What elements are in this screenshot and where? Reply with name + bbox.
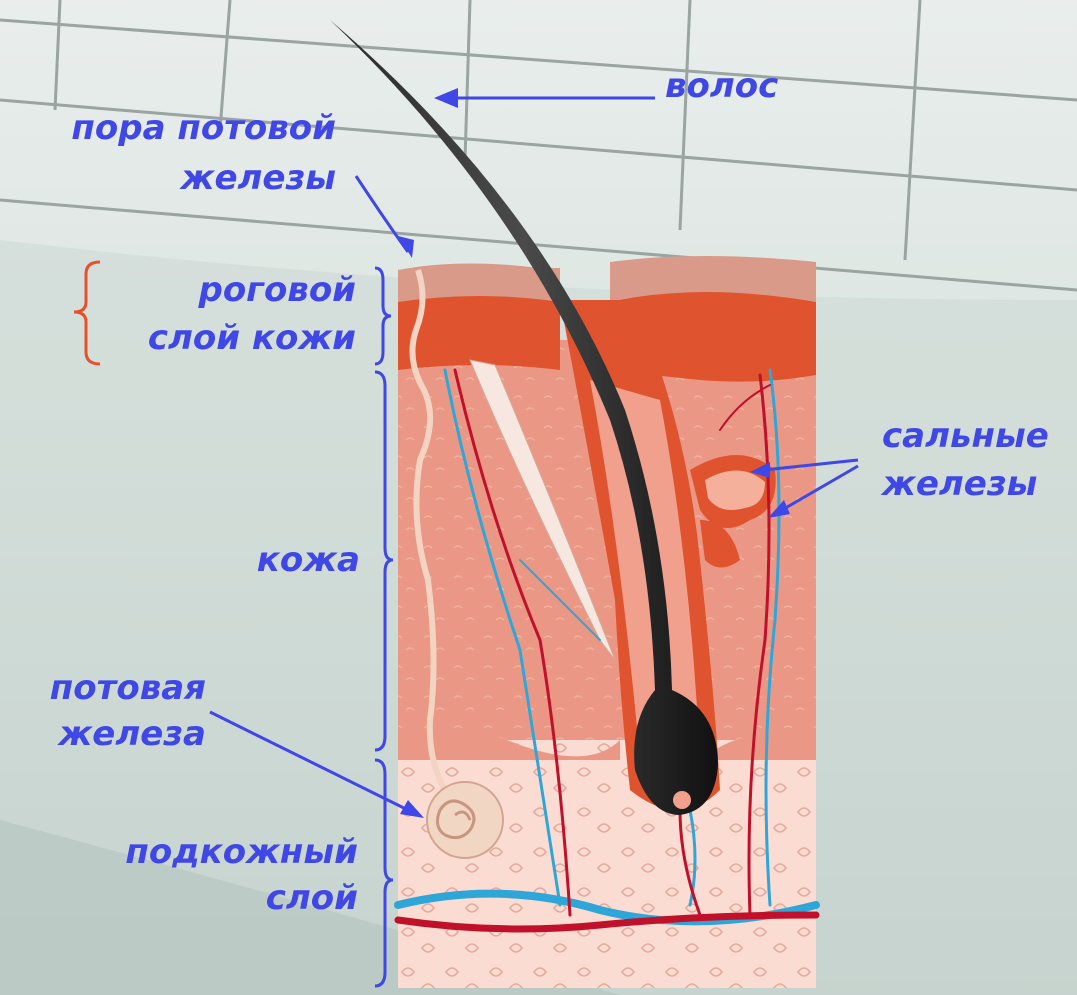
label-sweat-gland-line1: потовая bbox=[0, 668, 206, 708]
label-sweat-pore-line1: пора потовой bbox=[20, 108, 336, 148]
label-hair: волос bbox=[665, 66, 778, 106]
label-sweat-pore-line2: железы bbox=[20, 158, 336, 198]
label-horny-layer-line1: роговой bbox=[80, 270, 356, 310]
label-sebaceous-line2: железы bbox=[882, 464, 1037, 504]
label-skin: кожа bbox=[200, 540, 360, 580]
label-subcutaneous-line1: подкожный bbox=[60, 832, 358, 872]
skin-cross-section bbox=[398, 256, 816, 988]
label-subcutaneous-line2: слой bbox=[60, 878, 358, 918]
label-sweat-gland-line2: железа bbox=[0, 714, 206, 754]
label-horny-layer-line2: слой кожи bbox=[80, 318, 356, 358]
label-sebaceous-line1: сальные bbox=[882, 416, 1049, 456]
